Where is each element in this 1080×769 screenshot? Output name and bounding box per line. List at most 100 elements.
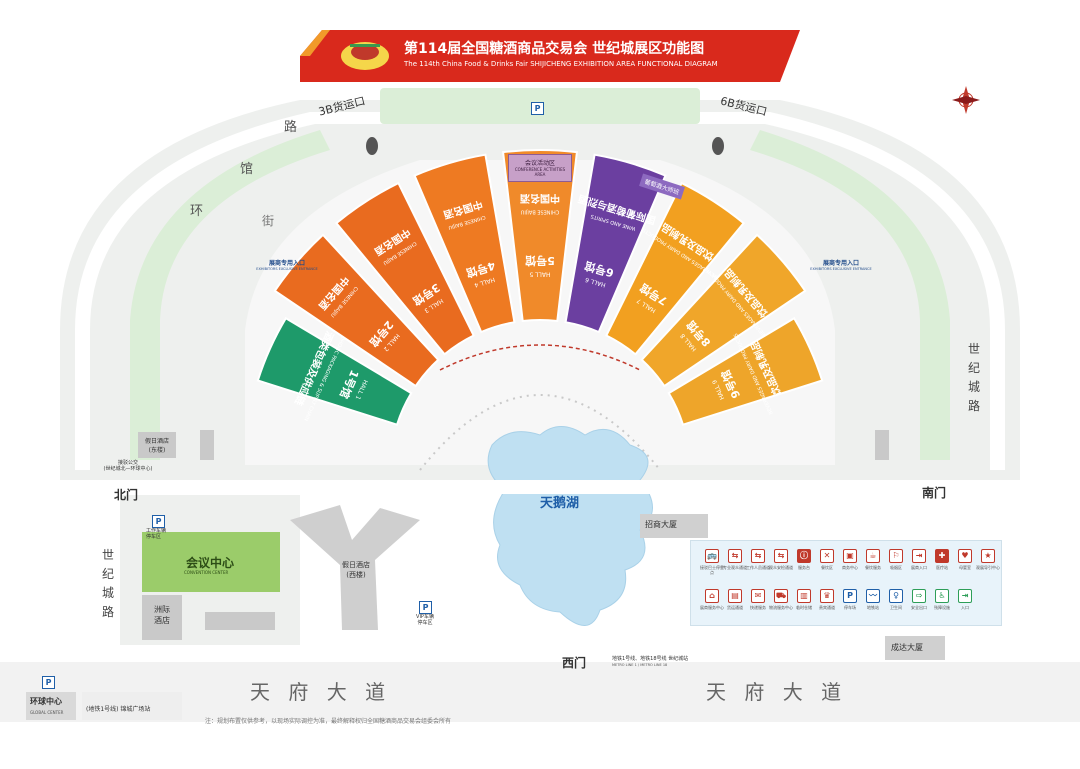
ring-char-1: 环 bbox=[190, 204, 204, 219]
legend-label: 入口 bbox=[961, 605, 969, 610]
green-belt-left bbox=[130, 130, 330, 460]
hall-6-shape[interactable] bbox=[564, 153, 667, 334]
legend-item: ♥ 母婴室 bbox=[952, 549, 978, 570]
title-banner bbox=[300, 30, 800, 82]
hall-9-shape[interactable] bbox=[667, 316, 824, 426]
legend-item: ▥ 临时仓储 bbox=[791, 589, 817, 610]
legend-label: 展商服务中心 bbox=[700, 605, 724, 610]
convention-center-en: CONVENTION CENTER bbox=[184, 570, 229, 575]
hall-1-shape[interactable] bbox=[256, 316, 413, 426]
legend-label: 服务台 bbox=[798, 565, 810, 570]
legend-item: ⌂展商服务中心 bbox=[699, 589, 725, 610]
legend-label: 临时仓储 bbox=[796, 605, 812, 610]
legend-icon: ⓘ bbox=[797, 549, 811, 563]
legend-label: 货运通道 bbox=[727, 605, 743, 610]
north-south-road bbox=[0, 480, 1080, 494]
legend-icon: ⇥ bbox=[958, 589, 972, 603]
hall-7-shape[interactable] bbox=[605, 181, 746, 356]
ring-char-4: 街 bbox=[262, 214, 275, 228]
legend-item: ✚医疗站 bbox=[929, 549, 955, 570]
metro-left-block bbox=[82, 692, 182, 720]
plaza-arc bbox=[419, 394, 661, 471]
legend-label: 停车场 bbox=[844, 605, 856, 610]
legend-label: 母婴室 bbox=[959, 565, 971, 570]
legend-icon: ⚐ bbox=[889, 549, 903, 563]
conference-area-box: 会议活动区 CONFERENCE ACTIVITIES AREA bbox=[508, 154, 572, 182]
shiji-road-left: 世 纪 城 路 bbox=[102, 546, 116, 622]
legend-item: ⇨ 安全出口 bbox=[906, 589, 932, 610]
work-parking-label: 工作车辆 停车区 bbox=[146, 528, 167, 540]
chengda-label: 成达大厦 bbox=[891, 643, 923, 652]
legend-icon: ⇥ bbox=[912, 549, 926, 563]
shiji-left-char-4: 路 bbox=[102, 605, 115, 619]
shiji-left-char-1: 世 bbox=[102, 548, 115, 562]
holiday-inn-west-block bbox=[290, 505, 420, 630]
legend-label: 地铁站 bbox=[867, 605, 879, 610]
vip-parking-label: VIP车辆 停车区 bbox=[416, 614, 434, 626]
legend-item: ⇆ 专业观众通道 bbox=[722, 549, 748, 570]
gate-6b-marker bbox=[712, 137, 724, 155]
hall-5-shape[interactable] bbox=[501, 149, 579, 323]
shiji-right-char-2: 纪 bbox=[968, 361, 981, 375]
legend-icon: 🚌 bbox=[705, 549, 719, 563]
legend-label: 展商入口 bbox=[911, 565, 927, 570]
legend-label: 餐饮区 bbox=[821, 565, 833, 570]
north-gate-label: 北门 bbox=[114, 488, 139, 502]
legend-item: 〰地铁站 bbox=[860, 589, 886, 610]
legend-item: ⇆ 工作人员通道 bbox=[745, 549, 771, 570]
exhibitor-entrance-right-cn: 展商专用入口 bbox=[822, 260, 859, 267]
metro-right-en: METRO LINE 1 / METRO LINE 18 bbox=[612, 663, 668, 667]
hall-4-shape[interactable] bbox=[413, 153, 516, 334]
legend-item: ⇆观众安检通道 bbox=[768, 549, 794, 570]
exhibitor-entrance-right: 展商专用入口 EXHIBITORS EXCLUSIVE ENTRANCE bbox=[806, 258, 876, 271]
compass-rose bbox=[952, 86, 980, 114]
legend-icon: ★ bbox=[981, 549, 995, 563]
global-center-en: GLOBAL CENTER bbox=[30, 710, 64, 715]
hall-3-shape[interactable] bbox=[334, 181, 475, 356]
parking-icon-top: P bbox=[531, 102, 544, 115]
conference-area-cn: 会议活动区 bbox=[524, 160, 555, 167]
global-center-cn: 环球中心 bbox=[30, 697, 62, 706]
exhibitor-entrance-left: 展商专用入口 EXHIBITORS EXCLUSIVE ENTRANCE bbox=[252, 258, 322, 271]
legend-label: 工作人员通道 bbox=[746, 565, 770, 570]
hall-2-shape[interactable] bbox=[273, 233, 440, 388]
legend-icon: ⇆ bbox=[728, 549, 742, 563]
hall-8-shape[interactable] bbox=[640, 233, 807, 388]
metro-left-label: (地铁1号线) 锦城广场站 bbox=[86, 706, 151, 713]
swan-lake bbox=[487, 426, 653, 626]
legend-icon: ⇨ bbox=[912, 589, 926, 603]
small-block-left bbox=[200, 430, 214, 460]
legend-icon: ⇆ bbox=[751, 549, 765, 563]
parking-icon-work: P bbox=[152, 515, 165, 528]
legend-label: 专业观众通道 bbox=[723, 565, 747, 570]
banner-subtitle: The 114th China Food & Drinks Fair SHIJI… bbox=[404, 60, 718, 68]
convention-center-cn: 会议中心 bbox=[186, 556, 235, 570]
legend-icon: ♥ bbox=[958, 549, 972, 563]
legend-item: ✉快递服务 bbox=[745, 589, 771, 610]
legend-label: 观众安检通道 bbox=[769, 565, 793, 570]
legend-icon: ▤ bbox=[728, 589, 742, 603]
legend-item: ★观展导引中心 bbox=[975, 549, 1001, 570]
parking-icon-vip: P bbox=[419, 601, 432, 614]
zhouji-hotel-label: 洲际 酒店 bbox=[154, 605, 170, 625]
legend-icon: 〰 bbox=[866, 589, 880, 603]
legend-icon: ▥ bbox=[797, 589, 811, 603]
legend-label: 医疗站 bbox=[936, 565, 948, 570]
zhaoshang-block bbox=[640, 514, 708, 538]
legend-item: ▣商务中心 bbox=[837, 549, 863, 570]
legend-item: ⇥ 入口 bbox=[952, 589, 978, 610]
ring-char-2: 馆 bbox=[240, 162, 254, 177]
legend-icon: ☕ bbox=[866, 549, 880, 563]
lake-label: 天鹅湖 bbox=[540, 496, 580, 511]
legend-label: 物流服务中心 bbox=[769, 605, 793, 610]
legend-label: 安全出口 bbox=[911, 605, 927, 610]
legend-label: 商务中心 bbox=[842, 565, 858, 570]
legend-icon: ♀ bbox=[889, 589, 903, 603]
legend-label: 接驳巴士停靠点 bbox=[700, 565, 724, 575]
gate-3b-marker bbox=[366, 137, 378, 155]
legend-item: ☕餐饮服务 bbox=[860, 549, 886, 570]
